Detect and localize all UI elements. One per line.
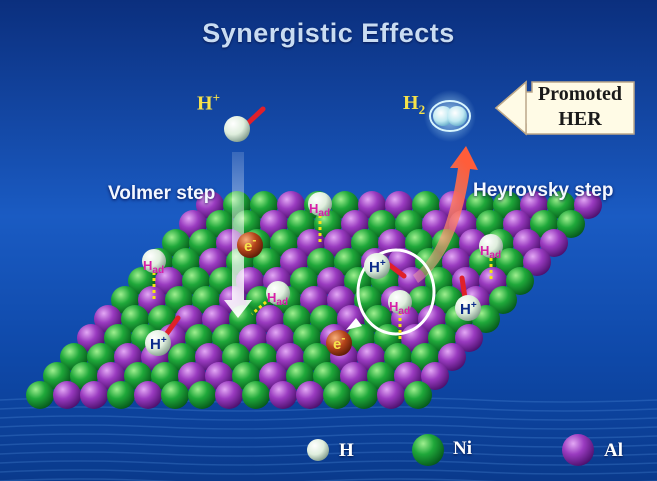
adsorbed-h-5 [479, 234, 503, 258]
promoted-her-callout: Promoted HER [495, 78, 635, 136]
adsorbed-h-1 [308, 192, 332, 216]
label-had-1: Had [309, 201, 330, 219]
adsorbed-h-atoms [142, 192, 503, 314]
proton-top [224, 106, 266, 142]
legend-markers [307, 434, 594, 466]
species-labels: Had Had Had Had Had H+ H+ H+ e- e- [143, 201, 501, 353]
al-atom [53, 381, 81, 409]
legend-al-icon [562, 434, 594, 466]
legend-ni-label: Ni [453, 438, 472, 459]
adsorbed-h-3 [266, 281, 290, 305]
al-atom [574, 191, 602, 219]
al-atom [80, 381, 108, 409]
ni-atom [107, 381, 135, 409]
h2-molecule [424, 90, 476, 142]
proton-surface-2 [364, 253, 390, 279]
reaction-cycle [346, 248, 436, 336]
ni-atom [350, 381, 378, 409]
ni-atom [506, 267, 534, 295]
h2-label: H2 [403, 92, 426, 117]
label-had-3: Had [267, 290, 288, 308]
al-atom [421, 362, 449, 390]
electron-1 [237, 232, 263, 258]
heyrovsky-step-label: Heyrovsky step [473, 180, 614, 201]
volmer-step-label: Volmer step [108, 183, 216, 204]
her-line: HER [558, 108, 602, 130]
al-atom [215, 381, 243, 409]
volmer-arrow [224, 152, 252, 318]
promoted-her-text: Promoted HER [525, 82, 635, 132]
ni-atom [404, 381, 432, 409]
ni-atom [161, 381, 189, 409]
label-hplus-3: H+ [460, 300, 477, 318]
proton-surface-1 [145, 330, 171, 356]
proton-surface-3 [455, 295, 481, 321]
al-atom [296, 381, 324, 409]
al-atom [455, 324, 483, 352]
atomic-lattice [26, 191, 602, 409]
proton-top-label: H+ [197, 90, 220, 115]
promoted-line: Promoted [537, 83, 623, 105]
heyrovsky-arrow [413, 146, 478, 283]
adsorbed-h-2 [142, 249, 166, 273]
al-atom [134, 381, 162, 409]
diagram-title: Synergistic Effects [202, 18, 455, 48]
ni-atom [242, 381, 270, 409]
label-hplus-2: H+ [369, 258, 386, 276]
callout-arrow-shape [494, 80, 635, 136]
al-atom [377, 381, 405, 409]
al-atom [438, 343, 466, 371]
ni-atom [323, 381, 351, 409]
electrons [237, 232, 352, 356]
label-had-5: Had [480, 243, 501, 261]
protons-surface [145, 253, 481, 356]
legend-h-label: H [339, 440, 354, 461]
electron-2 [326, 330, 352, 356]
ni-atom [188, 381, 216, 409]
legend-ni-icon [412, 434, 444, 466]
legend-al-label: Al [604, 440, 623, 461]
al-atom [540, 229, 568, 257]
al-atom [269, 381, 297, 409]
ni-atom [489, 286, 517, 314]
bond-dots [152, 215, 493, 340]
label-hplus-1: H+ [150, 335, 167, 353]
label-had-2: Had [143, 258, 164, 276]
label-electron-2: e- [333, 331, 345, 353]
al-atom [523, 248, 551, 276]
legend-h-icon [307, 439, 329, 461]
label-electron-1: e- [244, 233, 256, 255]
adsorbed-h-4 [388, 290, 412, 314]
ni-atom [557, 210, 585, 238]
label-had-4: Had [389, 299, 410, 317]
ni-atom [26, 381, 54, 409]
